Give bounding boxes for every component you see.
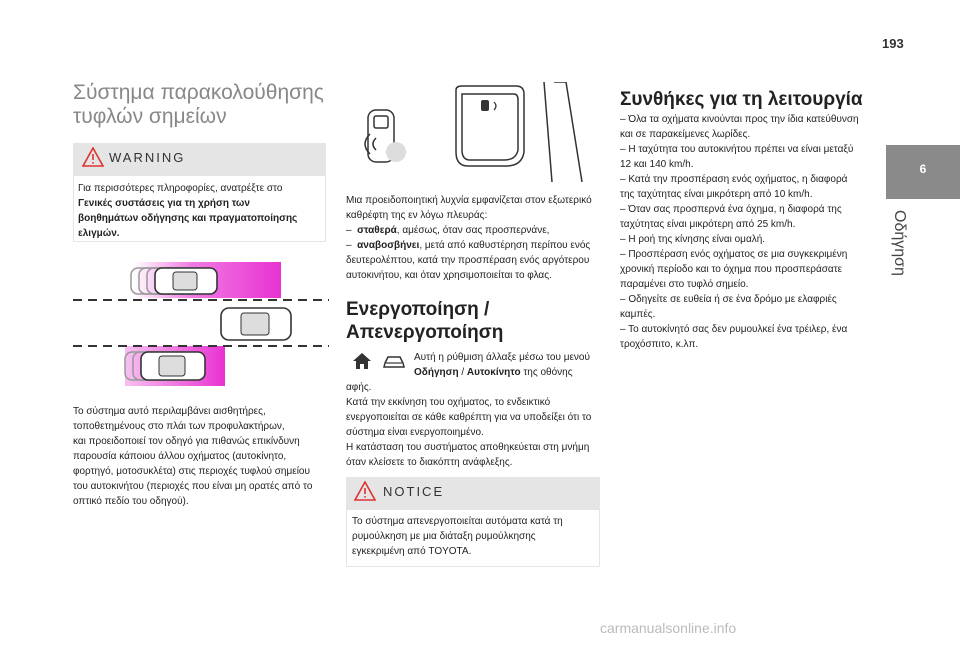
car-icon	[383, 356, 405, 368]
warning-icon	[82, 147, 104, 167]
condition-line: – Η ταχύτητα του αυτοκινήτου πρέπει να ε…	[620, 144, 854, 155]
bullet-rest: , μετά από καθυστέρηση περίπου ενός	[419, 240, 591, 251]
notice-header	[346, 477, 600, 509]
condition-line: καμπές.	[620, 309, 656, 320]
condition-line: – Η ροή της κίνησης είναι ομαλή.	[620, 234, 766, 245]
body-line: παρουσία κάποιου άλλου οχήματος (αυτοκίν…	[73, 451, 287, 462]
activation-heading: Ενεργοποίηση / Απενεργοποίηση	[346, 299, 504, 343]
menu-vehicle: Αυτοκίνητο	[466, 367, 521, 378]
conditions-heading: Συνθήκες για τη λειτουργία	[620, 89, 863, 110]
conditions-list: – Όλα τα οχήματα κινούνται προς την ίδια…	[620, 112, 882, 352]
condition-line: χρονική περίοδο και το όχημα που προσπερ…	[620, 264, 843, 275]
condition-line: – Προσπέραση ενός οχήματος σε μια συγκεκ…	[620, 249, 848, 260]
body-line: τοποθετημένους στο πλάι των προφυλακτήρω…	[73, 421, 285, 432]
body-line: και προειδοποιεί τον οδηγό για πιθανώς ε…	[73, 436, 300, 447]
bullet-item: – αναβοσβήνει, μετά από καθυστέρηση περί…	[346, 240, 591, 251]
warning-box	[73, 175, 326, 242]
intro-line: καθρέφτη της εν λόγω πλευράς:	[346, 210, 488, 221]
body-line: οπτικό πεδίο του οδηγού).	[73, 496, 189, 507]
notice-text: Το σύστημα απενεργοποιείται αυτόματα κατ…	[352, 516, 563, 557]
warning-title: WARNING	[109, 150, 186, 165]
warning-line: Για περισσότερες πληροφορίες, ανατρέξτε …	[78, 183, 283, 194]
bullet-rest: , αμέσως, όταν σας προσπερνάνε,	[396, 225, 550, 236]
col2-after: αφής. Κατά την εκκίνηση του οχήματος, το…	[346, 382, 592, 468]
condition-line: – Όταν σας προσπερνά ένα όχημα, η διαφορ…	[620, 204, 842, 215]
notice-title: NOTICE	[383, 484, 445, 499]
page-number: 193	[882, 36, 904, 51]
notice-box	[346, 509, 600, 567]
bullet-cont: αυτοκινήτου, και όταν χρησιμοποιείται το…	[346, 270, 552, 281]
col1-body: Το σύστημα αυτό περιλαμβάνει αισθητήρες,…	[73, 404, 333, 509]
condition-line: – Οδηγείτε σε ευθεία ή σε ένα δρόμο με ε…	[620, 294, 837, 305]
warning-line: βοηθημάτων οδήγησης και πραγματοποίησης	[78, 213, 298, 224]
condition-line: – Όλα τα οχήματα κινούνται προς την ίδια…	[620, 114, 859, 125]
condition-line: – Το αυτοκίνητό σας δεν ρυμουλκεί ένα τρ…	[620, 324, 848, 335]
warning-text: Για περισσότερες πληροφορίες, ανατρέξτε …	[78, 181, 328, 241]
menu-driving: Οδήγηση	[414, 367, 459, 378]
footer-watermark[interactable]: carmanualsonline.info	[600, 620, 737, 636]
blind-spot-illustration	[73, 262, 329, 386]
warning-header	[73, 143, 326, 175]
chapter-tab[interactable]: 6	[886, 145, 960, 199]
condition-line: 12 και 140 km/h.	[620, 159, 694, 170]
chapter-label: Οδήγηση	[891, 210, 908, 276]
condition-line: – Κατά την προσπέραση ενός οχήματος, η δ…	[620, 174, 848, 185]
bullet-item: – σταθερά, αμέσως, όταν σας προσπερνάνε,	[346, 225, 550, 236]
condition-line: και σε παρακείμενες λωρίδες.	[620, 129, 751, 140]
body-line: Το σύστημα αυτό περιλαμβάνει αισθητήρες,	[73, 406, 266, 417]
menu-text: Αυτή η ρύθμιση άλλαξε μέσω του μενού Οδή…	[414, 352, 590, 378]
bullet-bold: σταθερά	[357, 225, 397, 236]
condition-line: της ταχύτητας είναι μικρότερη από 10 km/…	[620, 189, 813, 200]
condition-line: τροχόσπιτο, κ.λπ.	[620, 339, 699, 350]
body-line: του αυτοκινήτου (περιοχές που είναι μη ο…	[73, 481, 313, 492]
notice-icon	[354, 481, 376, 501]
condition-line: ταχύτητας είναι μικρότερη από 25 km/h.	[620, 219, 796, 230]
warning-line: Γενικές συστάσεις για τη χρήση των	[78, 198, 250, 209]
chapter-number: 6	[919, 162, 927, 176]
bullet-cont: δευτερολέπτου, κατά την προσπέραση ενός …	[346, 255, 590, 266]
section-title: Σύστημα παρακολούθησης τυφλών σημείων	[73, 81, 333, 129]
bullet-bold: αναβοσβήνει	[357, 240, 420, 251]
title-line-2: τυφλών σημείων	[73, 105, 227, 128]
intro-line: Μια προειδοποιητική λυχνία εμφανίζεται σ…	[346, 195, 592, 206]
warning-line: ελιγμών.	[78, 228, 120, 239]
title-line-1: Σύστημα παρακολούθησης	[73, 81, 324, 104]
home-icon	[353, 353, 371, 369]
col2-intro: Μια προειδοποιητική λυχνία εμφανίζεται σ…	[346, 193, 602, 283]
condition-line: παραμένει στο τυφλό σημείο.	[620, 279, 749, 290]
body-line: φορτηγό, μοτοσυκλέτα) στις περιοχές τυφλ…	[73, 466, 310, 477]
mirror-illustration	[364, 82, 583, 182]
